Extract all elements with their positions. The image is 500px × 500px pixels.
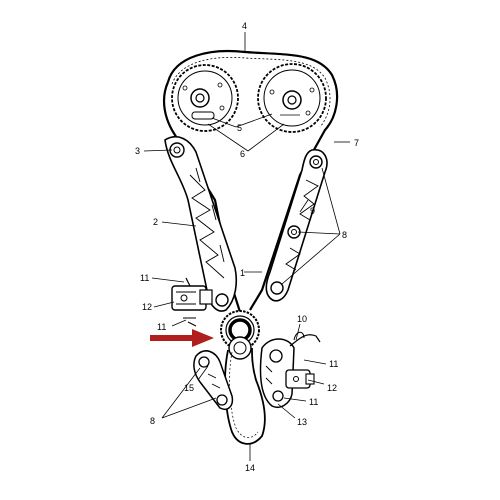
upper-hydraulic-tensioner — [171, 277, 213, 327]
callout-labels: 4 5 6 3 7 2 9 8 1 11 12 11 10 11 12 11 1… — [135, 21, 359, 473]
callout-7: 7 — [354, 138, 359, 148]
callout-10: 10 — [297, 314, 307, 324]
exhaust-camshaft-sprocket — [257, 63, 327, 133]
callout-12-lower: 12 — [327, 383, 337, 393]
crankshaft-sprocket — [220, 310, 260, 360]
lower-tensioner-assembly — [259, 331, 321, 408]
callout-11-upper: 11 — [140, 273, 149, 283]
red-indicator-arrow — [150, 329, 214, 347]
callout-1: 1 — [240, 268, 245, 278]
callout-2: 2 — [153, 217, 158, 227]
callout-4: 4 — [242, 21, 247, 31]
callout-15: 15 — [184, 383, 194, 393]
callout-14: 14 — [245, 463, 255, 473]
callout-11-right: 11 — [329, 359, 338, 369]
leader-lines — [143, 32, 350, 461]
lower-chain-guide — [193, 350, 234, 410]
callout-8-upper: 8 — [342, 230, 347, 240]
callout-12-upper: 12 — [142, 302, 152, 312]
callout-13: 13 — [297, 417, 307, 427]
chain-tensioner-arm — [164, 136, 238, 312]
callout-6: 6 — [240, 149, 245, 159]
callout-5: 5 — [237, 123, 242, 133]
intake-camshaft-sprocket — [171, 64, 239, 132]
callout-9: 9 — [310, 206, 315, 216]
callout-8-lower: 8 — [150, 416, 155, 426]
callout-11-middle: 11 — [157, 322, 166, 332]
callout-3: 3 — [135, 146, 140, 156]
callout-11-lower: 11 — [309, 397, 318, 407]
chain-guide — [265, 149, 328, 302]
